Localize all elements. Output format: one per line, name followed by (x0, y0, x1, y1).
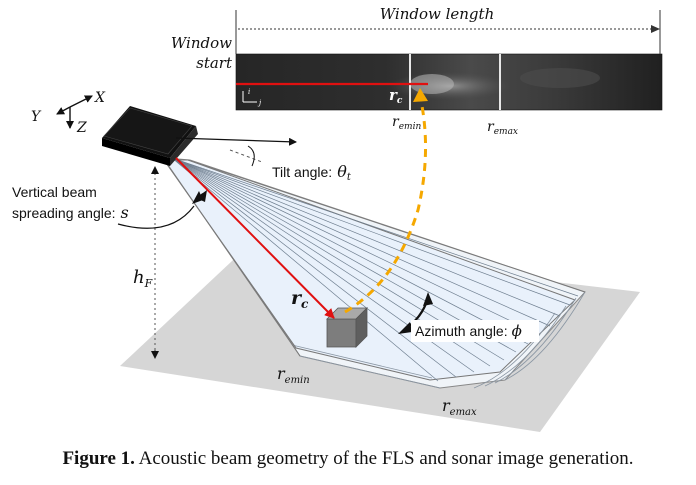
rc-top-label: rc (389, 86, 403, 106)
axis-z-label: Z (76, 120, 87, 136)
rmax-bottom-label: remax (442, 396, 477, 418)
window-length-label: Window length (380, 5, 494, 23)
start-label: start (196, 54, 233, 72)
window-label: Window (171, 34, 232, 52)
azimuth-label-box (411, 320, 539, 342)
image-axis-i-label: i (248, 88, 250, 96)
window-length-arrowhead (651, 25, 660, 33)
azimuth-arrowhead-top (423, 292, 433, 306)
beam-edges (163, 159, 586, 357)
tilt-reference-line (229, 149, 263, 163)
heading-arrow (175, 137, 297, 146)
axis-x-label: X (94, 90, 106, 106)
correspondence-arrowhead (413, 88, 428, 102)
figure-caption-label: Figure 1. (62, 448, 135, 469)
rmin-top-label: remin (392, 114, 421, 132)
sonar-device (102, 106, 198, 166)
range-ray-rc (175, 157, 335, 319)
height-label: hF (133, 267, 153, 290)
coordinate-axes (56, 95, 93, 129)
tilt-angle-label: Tilt angle:θt (272, 162, 352, 183)
figure-caption-text: Acoustic beam geometry of the FLS and so… (138, 448, 634, 469)
image-axis-j-label: j (257, 99, 262, 107)
rmin-bottom-label: remin (277, 364, 310, 386)
image-axes (242, 91, 257, 103)
correspondence-arc (344, 95, 428, 314)
target-object (326, 307, 368, 348)
beam-range-arcs (291, 291, 586, 389)
rmax-top-label: remax (487, 119, 518, 137)
azimuth-label: Azimuth angle:ϕ (415, 322, 522, 340)
vertical-beam-arrowhead-b (196, 190, 207, 202)
vertical-beam-leader (117, 205, 195, 229)
axis-y-label: Y (31, 109, 42, 125)
rc-main-label: rc (291, 287, 309, 311)
tilt-arc (247, 145, 255, 167)
sonar-image (235, 53, 663, 111)
figure-caption: Figure 1. Acoustic beam geometry of the … (0, 448, 696, 470)
vertical-beam-label-2: spreading angle:s (12, 203, 129, 222)
vertical-beam-label-1: Vertical beam (12, 184, 97, 200)
azimuth-arrowhead-bottom (398, 322, 412, 334)
